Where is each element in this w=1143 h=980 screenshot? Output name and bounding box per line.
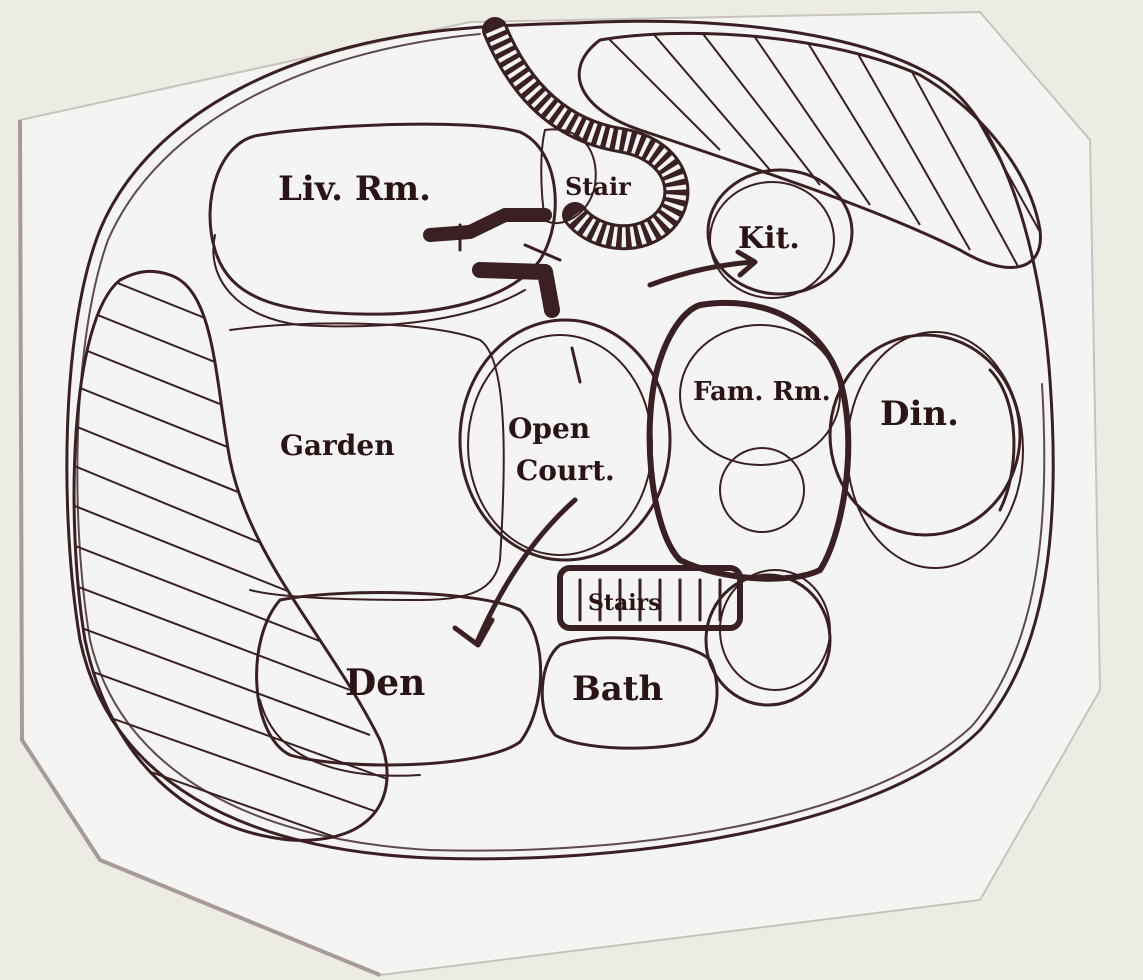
label-open-court: Open Court.	[508, 412, 615, 487]
